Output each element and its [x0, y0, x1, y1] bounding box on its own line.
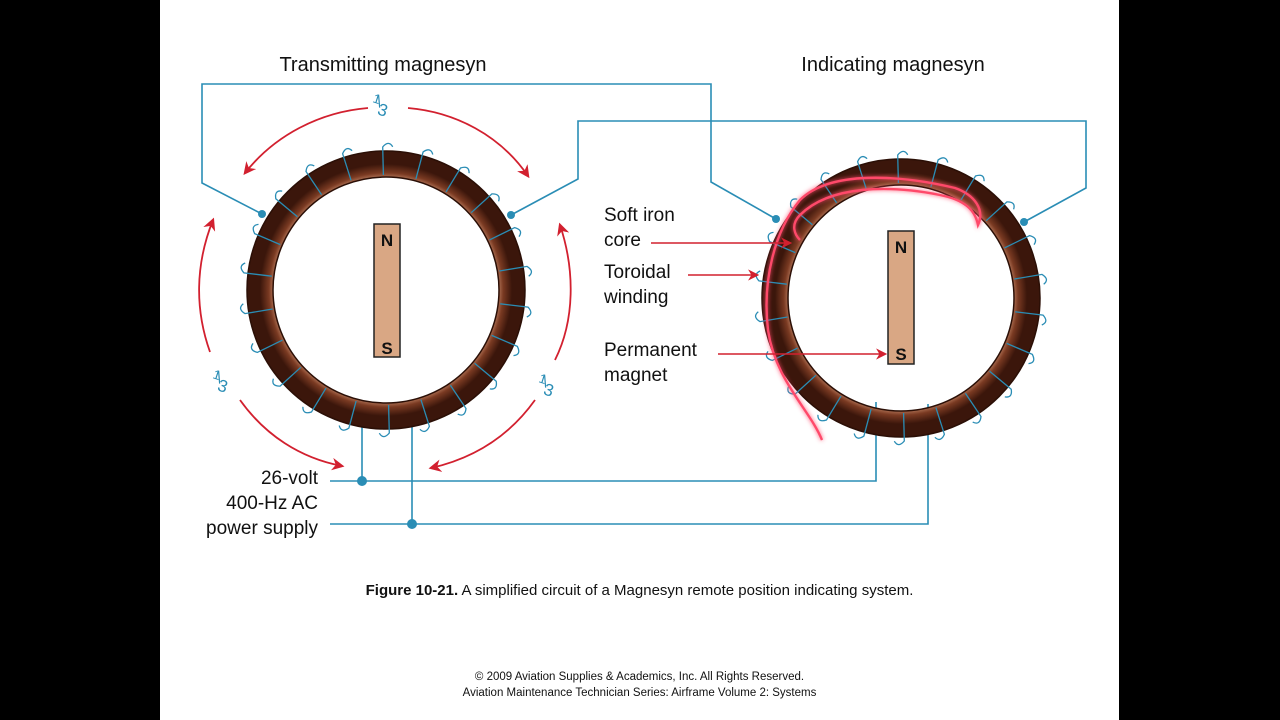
slide-background	[160, 0, 1119, 720]
winding-loop	[985, 201, 1015, 222]
winding-loop	[305, 164, 323, 196]
arrow-right	[554, 222, 572, 361]
winding-loop	[252, 223, 281, 246]
winding-loop	[765, 347, 798, 362]
winding-loop	[893, 412, 905, 446]
winding-loop	[239, 303, 273, 315]
highlight-annotation	[765, 176, 982, 441]
junction-dot	[258, 210, 266, 218]
circuit-wires	[201, 83, 1087, 525]
winding-loop	[415, 149, 434, 180]
soft-iron-label-1: Soft iron	[604, 205, 675, 226]
wire-power-2	[411, 404, 929, 525]
arrow-left	[239, 399, 345, 471]
junction-dot	[507, 211, 515, 219]
soft-iron-label-2: core	[604, 230, 641, 251]
winding-loop	[499, 265, 533, 277]
winding-loop	[449, 384, 467, 416]
transmitter-pole-north: N	[381, 231, 393, 250]
fraction-num: 1	[211, 367, 223, 384]
magnet-label-1: Permanent	[604, 340, 698, 361]
arrow-top	[243, 107, 369, 175]
winding-loop	[445, 166, 470, 193]
wire-power-1	[361, 402, 877, 482]
winding-loop	[240, 262, 272, 277]
winding-loop	[489, 226, 522, 241]
junction-dot	[357, 476, 367, 486]
winding-loop	[767, 231, 796, 254]
callout-arrows	[651, 237, 888, 360]
winding-loop	[934, 407, 946, 441]
winding-loop	[989, 370, 1013, 398]
winding-loop	[960, 174, 985, 201]
copyright-footer: © 2009 Aviation Supplies & Academics, In…	[474, 671, 805, 683]
fraction-num: 1	[537, 371, 549, 388]
junction-dot	[407, 519, 417, 529]
indicator-magnet: N S	[887, 230, 915, 365]
winding-loop	[853, 408, 872, 439]
toroidal-label-2: winding	[603, 287, 668, 308]
series-footer: Aviation Maintenance Technician Series: …	[462, 687, 817, 699]
indicator-toroid	[754, 150, 1048, 446]
winding-loop	[1004, 234, 1037, 249]
winding-loop	[930, 157, 949, 188]
fraction-left: 1 3	[211, 367, 230, 397]
winding-loop	[272, 366, 302, 387]
winding-loop	[789, 198, 813, 226]
winding-loop	[474, 362, 498, 390]
winding-loop	[1014, 273, 1048, 285]
winding-loop	[1006, 342, 1035, 365]
winding-loop	[419, 399, 431, 433]
fraction-num: 1	[371, 91, 383, 108]
winding-loop	[378, 404, 390, 438]
wire-right-outer	[510, 120, 1087, 223]
transmitter-toroidal-winding	[239, 142, 533, 438]
power-supply-label-2: 400-Hz AC	[226, 493, 318, 514]
winding-loop	[1015, 311, 1047, 326]
winding-loop	[302, 387, 327, 414]
power-supply-label-3: power supply	[206, 518, 318, 539]
winding-loop	[382, 142, 394, 176]
winding-loop	[274, 190, 298, 218]
wire-junctions	[258, 210, 1028, 529]
indicator-pole-south: S	[895, 345, 906, 364]
winding-loop	[470, 193, 500, 214]
figure-caption-label: Figure 10-21.	[365, 582, 459, 599]
transmitter-magnet: N S	[373, 223, 401, 358]
indicator-title: Indicating magnesyn	[801, 54, 984, 76]
arrow-left	[198, 217, 216, 353]
winding-loop	[754, 311, 788, 323]
winding-loop	[897, 150, 909, 184]
figure-caption: Figure 10-21. A simplified circuit of a …	[160, 582, 1119, 599]
indicator-toroidal-winding	[754, 150, 1048, 446]
junction-dot	[772, 215, 780, 223]
junction-dot	[1020, 218, 1028, 226]
transmitter-toroid	[239, 142, 533, 438]
arrow-top	[407, 107, 530, 179]
fraction-right: 1 3	[537, 371, 556, 401]
power-supply-label-1: 26-volt	[261, 468, 319, 489]
winding-loop	[820, 172, 838, 204]
transmitter-pole-south: S	[381, 339, 392, 358]
indicator-pole-north: N	[895, 238, 907, 257]
figure-caption-text: A simplified circuit of a Magnesyn remot…	[458, 582, 914, 599]
magnet-label-2: magnet	[604, 365, 668, 386]
transmitter-title: Transmitting magnesyn	[279, 54, 486, 76]
winding-loop	[250, 339, 283, 354]
arrow-right	[428, 399, 536, 472]
winding-loop	[964, 392, 982, 424]
winding-loop	[341, 147, 353, 181]
fraction-top: 1 3	[371, 91, 390, 121]
winding-loop	[500, 303, 532, 318]
winding-loop	[491, 334, 520, 357]
wire-left-outer	[201, 83, 777, 220]
winding-loop	[338, 400, 357, 431]
toroidal-label-1: Toroidal	[604, 262, 671, 283]
phase-arrows	[198, 107, 572, 472]
winding-loop	[856, 155, 868, 189]
winding-loop	[817, 395, 842, 422]
